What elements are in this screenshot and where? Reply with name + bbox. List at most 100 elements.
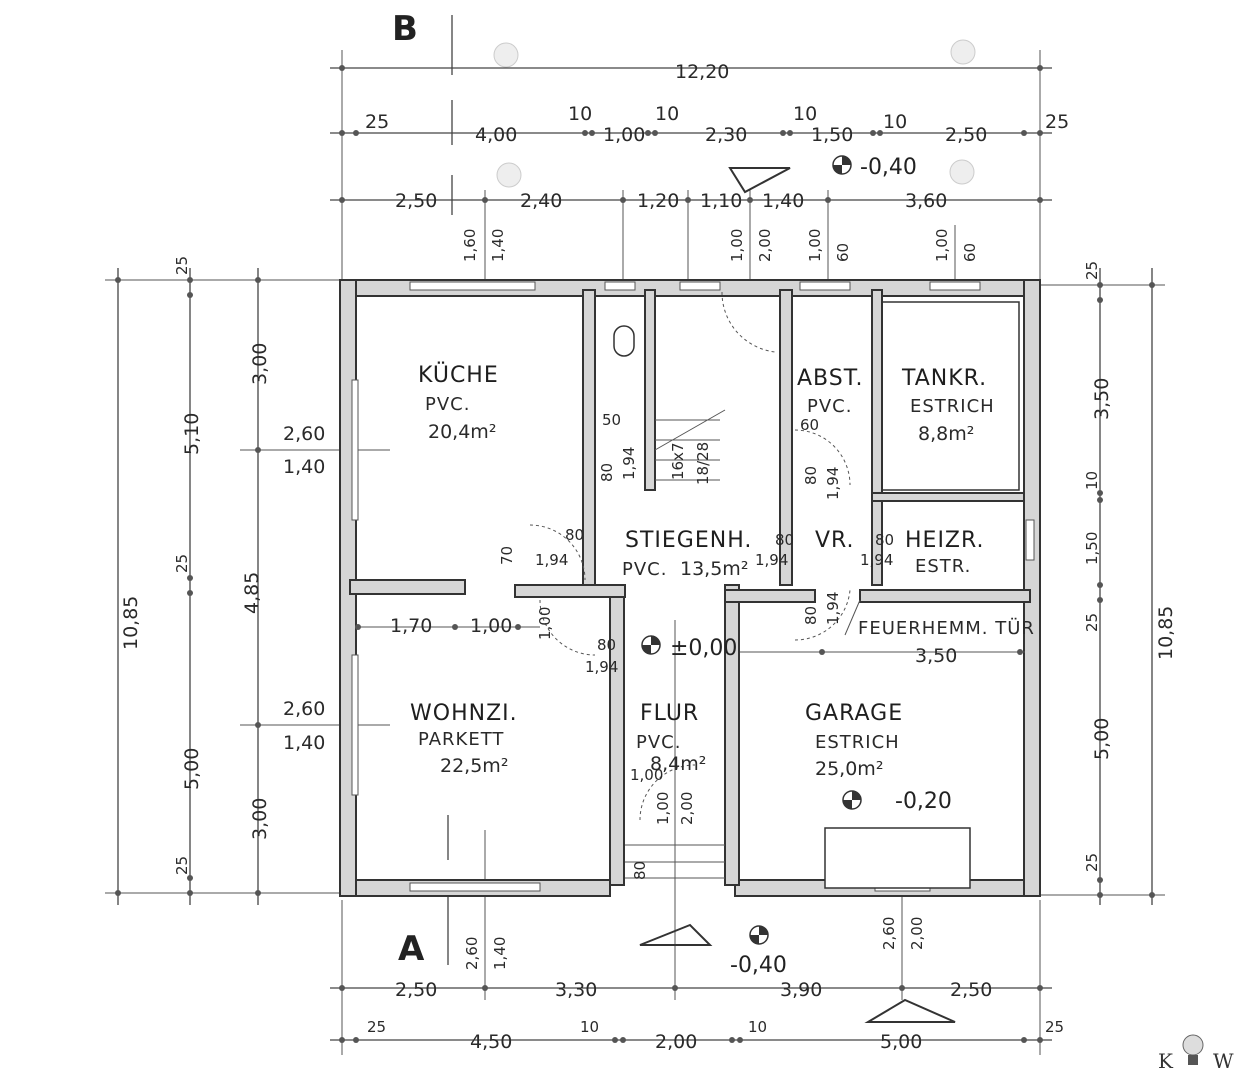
dim-bot-r2-6: 25 bbox=[1045, 1018, 1064, 1036]
room-kueche: KÜCHE PVC. 20,4m² bbox=[418, 362, 499, 443]
section-a-label: A bbox=[398, 929, 425, 969]
dim-top-r2-7: 1,50 bbox=[811, 124, 853, 146]
room-abst-name: ABST. bbox=[797, 366, 864, 391]
dim-bot-r1-3: 2,50 bbox=[950, 979, 992, 1001]
win-top2-a: 1,00 bbox=[728, 229, 746, 262]
kw-logo: K W bbox=[1158, 1034, 1234, 1073]
dim-bot-r2-0: 25 bbox=[367, 1018, 386, 1036]
room-garage-name: GARAGE bbox=[805, 701, 903, 726]
door-lbl-3: 80 bbox=[775, 531, 794, 549]
room-abst: ABST. PVC. bbox=[797, 366, 864, 417]
room-wohnzi-name: WOHNZI. bbox=[410, 701, 518, 726]
dim-right-total: 10,85 bbox=[1155, 606, 1177, 660]
room-stiegenh: STIEGENH. PVC. 13,5m² bbox=[622, 528, 752, 580]
room-stiegenh-area: 13,5m² bbox=[680, 558, 748, 580]
room-abst-floor: PVC. bbox=[807, 396, 852, 417]
dim-top-r3-0: 2,50 bbox=[395, 190, 437, 212]
win-bot2-a: 2,60 bbox=[880, 917, 898, 950]
door-lbl-4: 1,94 bbox=[755, 551, 788, 569]
stairs-ratio: 18/28 bbox=[694, 442, 712, 485]
win-wohnzi-b: 1,40 bbox=[283, 732, 325, 754]
room-wohnzi-area: 22,5m² bbox=[440, 755, 508, 777]
door-lbl-1: 1,94 bbox=[535, 551, 568, 569]
room-kueche-area: 20,4m² bbox=[428, 421, 496, 443]
door-lbl-20: 80 bbox=[631, 861, 649, 880]
win-kueche-b: 1,40 bbox=[283, 456, 325, 478]
dim-right-r0: 25 bbox=[1083, 261, 1101, 280]
win-top3-b: 60 bbox=[834, 243, 852, 262]
win-bot1-a: 2,60 bbox=[463, 937, 481, 970]
dim-top-r2-1: 4,00 bbox=[475, 124, 517, 146]
dim-bot-r1-1: 3,30 bbox=[555, 979, 597, 1001]
dim-right-r4: 25 bbox=[1083, 613, 1101, 632]
room-flur-name: FLUR bbox=[640, 701, 699, 726]
door-lbl-19: 50 bbox=[602, 411, 621, 429]
win-top4-a: 1,00 bbox=[933, 229, 951, 262]
door-lbl-7: 80 bbox=[597, 636, 616, 654]
dim-right-r3: 1,50 bbox=[1083, 532, 1101, 565]
level-entrance: -0,40 bbox=[860, 155, 917, 180]
dim-left-inner1: 3,00 bbox=[249, 798, 271, 840]
wohnzi-inner-dims: 1,70 1,00 3,50 bbox=[355, 615, 1025, 667]
logo-w: W bbox=[1213, 1049, 1234, 1073]
dim-bot-r2-1: 4,50 bbox=[470, 1031, 512, 1053]
door-lbl-6: 1,94 bbox=[860, 551, 893, 569]
level-floor: ±0,00 bbox=[670, 636, 737, 661]
door-lbl-0: 80 bbox=[565, 526, 584, 544]
level-front-icon bbox=[749, 925, 769, 945]
front-steps bbox=[625, 844, 725, 879]
dim-bot-r1-0: 2,50 bbox=[395, 979, 437, 1001]
door-lbl-8: 1,94 bbox=[585, 658, 618, 676]
dim-top-r2-4: 10 bbox=[655, 103, 679, 125]
room-stiegenh-name: STIEGENH. bbox=[625, 528, 752, 553]
room-wohnzi-floor: PARKETT bbox=[418, 729, 504, 750]
door-lbl-14: 80 bbox=[598, 463, 616, 482]
win-top4-b: 60 bbox=[961, 243, 979, 262]
dim-bot-r2-5: 5,00 bbox=[880, 1031, 922, 1053]
room-vr-name: VR. bbox=[815, 528, 855, 553]
dim-top-r3-5: 3,60 bbox=[905, 190, 947, 212]
room-heizr-name: HEIZR. bbox=[905, 528, 985, 553]
room-garage-floor: ESTRICH bbox=[815, 732, 900, 753]
level-front: -0,40 bbox=[730, 953, 787, 978]
left-dimensions: 10,85 25 5,10 25 5,00 25 3,00 4,85 3,00 … bbox=[105, 256, 390, 905]
door-lbl-9: 80 bbox=[802, 466, 820, 485]
garage-dim: 3,50 bbox=[915, 645, 957, 667]
punch-hole-icon bbox=[493, 39, 976, 188]
section-b-label: B bbox=[392, 9, 418, 49]
door-lbl-15: 1,94 bbox=[620, 447, 638, 480]
room-tankr-area: 8,8m² bbox=[918, 423, 974, 445]
dim-left-r3: 4,85 bbox=[241, 572, 263, 614]
dim-bot-r2-3: 2,00 bbox=[655, 1031, 697, 1053]
room-tankr-floor: ESTRICH bbox=[910, 396, 995, 417]
entrance-arrow-icon bbox=[728, 155, 852, 194]
room-flur-area: 8,4m² bbox=[650, 753, 706, 775]
room-garage-area: 25,0m² bbox=[815, 758, 883, 780]
bulb-icon bbox=[1182, 1034, 1204, 1065]
dim-left-r4: 25 bbox=[173, 856, 191, 875]
wohnzi-dim-1: 1,00 bbox=[470, 615, 512, 637]
dim-top-r2-5: 2,30 bbox=[705, 124, 747, 146]
garage-door bbox=[824, 827, 971, 889]
dim-left-r5: 5,00 bbox=[181, 748, 203, 790]
dim-left-r0: 25 bbox=[173, 256, 191, 275]
level-floor-icon bbox=[641, 635, 661, 655]
win-bot1-b: 1,40 bbox=[491, 937, 509, 970]
dim-right-r2: 10 bbox=[1083, 471, 1101, 490]
win-bot2-b: 2,00 bbox=[908, 917, 926, 950]
dim-left-r1: 5,10 bbox=[181, 413, 203, 455]
door-lbl-13: 1,94 bbox=[824, 592, 842, 625]
logo-k: K bbox=[1158, 1049, 1174, 1073]
win-top3-a: 1,00 bbox=[806, 229, 824, 262]
dim-top-r2-9: 2,50 bbox=[945, 124, 987, 146]
dim-top-total: 12,20 bbox=[675, 61, 729, 83]
dim-top-r3-3: 1,10 bbox=[700, 190, 742, 212]
dim-right-r5: 5,00 bbox=[1091, 718, 1113, 760]
room-kueche-name: KÜCHE bbox=[418, 362, 499, 388]
door-swings bbox=[529, 291, 851, 821]
dim-top-r3-1: 2,40 bbox=[520, 190, 562, 212]
room-heizr-floor: ESTR. bbox=[915, 556, 971, 577]
room-vr: VR. bbox=[815, 528, 855, 553]
dim-top-r2-2: 10 bbox=[568, 103, 592, 125]
